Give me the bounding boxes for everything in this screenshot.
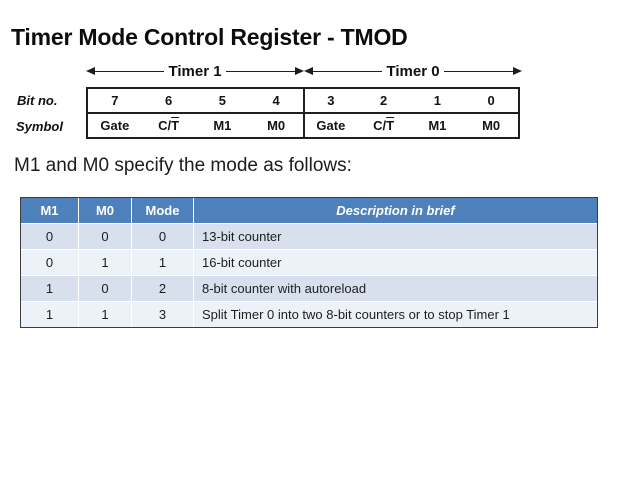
cell-description: Split Timer 0 into two 8-bit counters or… (193, 302, 597, 327)
arrow-line (443, 70, 513, 72)
timer0-span-arrow: Timer 0 (304, 62, 522, 80)
table-row: 0 0 0 13-bit counter (21, 223, 597, 249)
arrow-line (95, 70, 165, 72)
arrowhead-left-icon (304, 67, 313, 75)
arrowhead-right-icon (513, 67, 522, 75)
mode-intro-text: M1 and M0 specify the mode as follows: (14, 155, 352, 176)
tmod-register-box: 7 6 5 4 3 2 1 0 Gate C/T M1 M0 Gate C/T … (86, 87, 520, 139)
cell-description: 8-bit counter with autoreload (193, 276, 597, 301)
bit-no-row-label: Bit no. (17, 93, 58, 108)
cell-mode: 1 (131, 250, 193, 275)
header-description: Description in brief (193, 198, 597, 223)
cell-m1: 0 (45, 255, 54, 270)
page-title: Timer Mode Control Register - TMOD (11, 24, 408, 50)
symbol-row: Gate C/T M1 M0 Gate C/T M1 M0 (88, 114, 518, 137)
bit-number-cell: 6 (165, 93, 173, 108)
cell-m1: 1 (45, 307, 54, 322)
symbol-cell: C/T (158, 118, 180, 133)
mode-table: M1 M0 Mode Description in brief 0 0 0 13… (20, 197, 598, 328)
bit-number-cell: 4 (272, 93, 280, 108)
bit-number-cell: 2 (380, 93, 388, 108)
cell-m1: 0 (45, 229, 54, 244)
cell-mode: 2 (131, 276, 193, 301)
arrowhead-left-icon (86, 67, 95, 75)
bit-number-cell: 5 (218, 93, 226, 108)
cell-m1: 1 (45, 281, 54, 296)
cell-mode: 3 (131, 302, 193, 327)
symbol-cell: M1 (428, 118, 447, 133)
bit-number-cell: 7 (111, 93, 119, 108)
cell-m0: 0 (78, 276, 131, 301)
arrow-line (313, 70, 383, 72)
cell-m0: 1 (78, 250, 131, 275)
symbol-cell: M1 (213, 118, 232, 133)
header-m1: M1 (40, 203, 59, 218)
cell-m0: 1 (78, 302, 131, 327)
header-m0: M0 (78, 198, 131, 223)
symbol-row-label: Symbol (16, 119, 63, 134)
arrowhead-right-icon (295, 67, 304, 75)
symbol-cell: Gate (100, 118, 130, 133)
arrow-line (225, 70, 295, 72)
timer0-label: Timer 0 (386, 62, 440, 80)
timer1-label: Timer 1 (168, 62, 222, 80)
timer-span-arrows: Timer 1 Timer 0 (86, 62, 522, 80)
header-mode: Mode (131, 198, 193, 223)
symbol-cell: Gate (303, 114, 357, 137)
table-row: 1 0 2 8-bit counter with autoreload (21, 275, 597, 301)
table-row: 0 1 1 16-bit counter (21, 249, 597, 275)
bit-number-cell: 0 (487, 93, 495, 108)
cell-m0: 0 (78, 224, 131, 249)
cell-description: 16-bit counter (193, 250, 597, 275)
bit-number-cell: 1 (433, 93, 441, 108)
mode-table-header-row: M1 M0 Mode Description in brief (21, 198, 597, 223)
symbol-cell: C/T (373, 118, 395, 133)
symbol-cell: M0 (482, 118, 501, 133)
timer1-span-arrow: Timer 1 (86, 62, 304, 80)
cell-mode: 0 (131, 224, 193, 249)
bit-number-row: 7 6 5 4 3 2 1 0 (88, 89, 518, 114)
cell-description: 13-bit counter (193, 224, 597, 249)
table-row: 1 1 3 Split Timer 0 into two 8-bit count… (21, 301, 597, 327)
symbol-cell: M0 (267, 118, 286, 133)
bit-number-cell: 3 (303, 89, 357, 112)
